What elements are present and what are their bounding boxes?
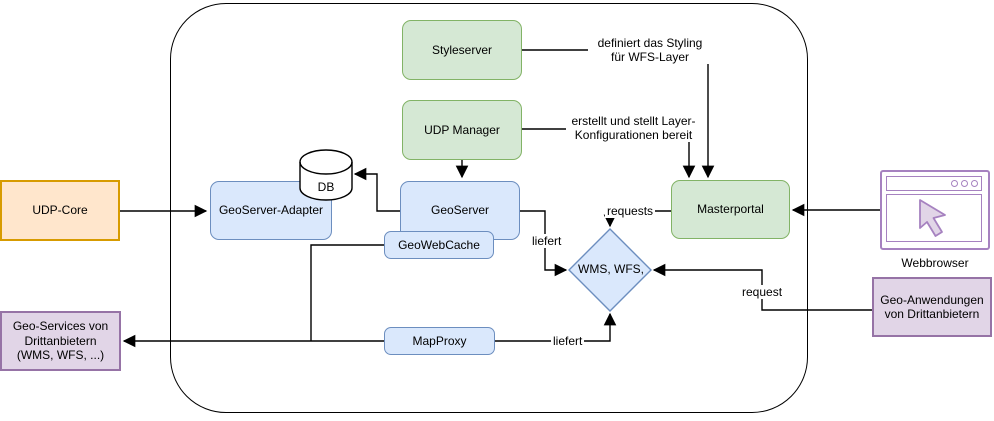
db-cylinder-icon xyxy=(299,149,353,201)
node-udp-core: UDP-Core xyxy=(0,180,120,241)
browser-dot-icon xyxy=(961,180,968,187)
edge-label-erstellt: erstellt und stellt Layer- Konfiguration… xyxy=(566,114,701,142)
node-geo-services: Geo-Services von Drittanbietern (WMS, WF… xyxy=(0,311,121,371)
edge-label-liefert-geoserver: liefert xyxy=(530,234,564,248)
node-styleserver-label: Styleserver xyxy=(431,42,493,57)
webbrowser-topbar xyxy=(886,176,982,191)
edge-geowebcache-junction xyxy=(310,244,385,341)
db-label: DB xyxy=(317,180,335,194)
webbrowser-icon xyxy=(880,170,990,250)
node-geoserver: GeoServer xyxy=(400,181,520,240)
browser-dot-icon xyxy=(971,180,978,187)
node-mapproxy-label: MapProxy xyxy=(412,333,467,348)
node-geo-anwendungen-label: Geo-Anwendungen von Drittanbietern xyxy=(880,292,984,322)
edge-label-requests: requests xyxy=(605,204,656,218)
edge-label-liefert-mapproxy: liefert xyxy=(551,334,585,348)
browser-dot-icon xyxy=(951,180,958,187)
node-geo-services-label: Geo-Services von Drittanbietern (WMS, WF… xyxy=(12,319,109,363)
system-boundary xyxy=(170,3,808,413)
node-masterportal: Masterportal xyxy=(671,180,790,239)
node-udp-core-label: UDP-Core xyxy=(32,203,88,218)
node-masterportal-label: Masterportal xyxy=(697,202,764,217)
node-geowebcache: GeoWebCache xyxy=(384,231,494,259)
edge-label-definiert: definiert das Styling für WFS-Layer xyxy=(588,36,712,64)
node-geo-anwendungen: Geo-Anwendungen von Drittanbietern xyxy=(872,277,992,337)
node-geowebcache-label: GeoWebCache xyxy=(398,237,480,252)
wms-wfs-diamond-label: WMS, WFS, xyxy=(578,262,644,276)
node-styleserver: Styleserver xyxy=(402,20,522,80)
wms-wfs-diamond xyxy=(568,228,652,312)
cursor-icon xyxy=(919,199,946,237)
webbrowser-content xyxy=(886,194,982,242)
node-mapproxy: MapProxy xyxy=(384,327,495,355)
node-geoserver-label: GeoServer xyxy=(430,203,490,218)
edge-mapproxy-to-diamond xyxy=(495,312,617,342)
node-udp-manager-label: UDP Manager xyxy=(424,122,500,137)
edge-label-request: request xyxy=(740,285,785,299)
webbrowser-label: Webbrowser xyxy=(901,256,969,270)
node-geoserver-adapter-label: GeoServer-Adapter xyxy=(218,203,324,218)
node-udp-manager: UDP Manager xyxy=(402,100,522,160)
edge-geoserver-to-db xyxy=(353,167,401,212)
